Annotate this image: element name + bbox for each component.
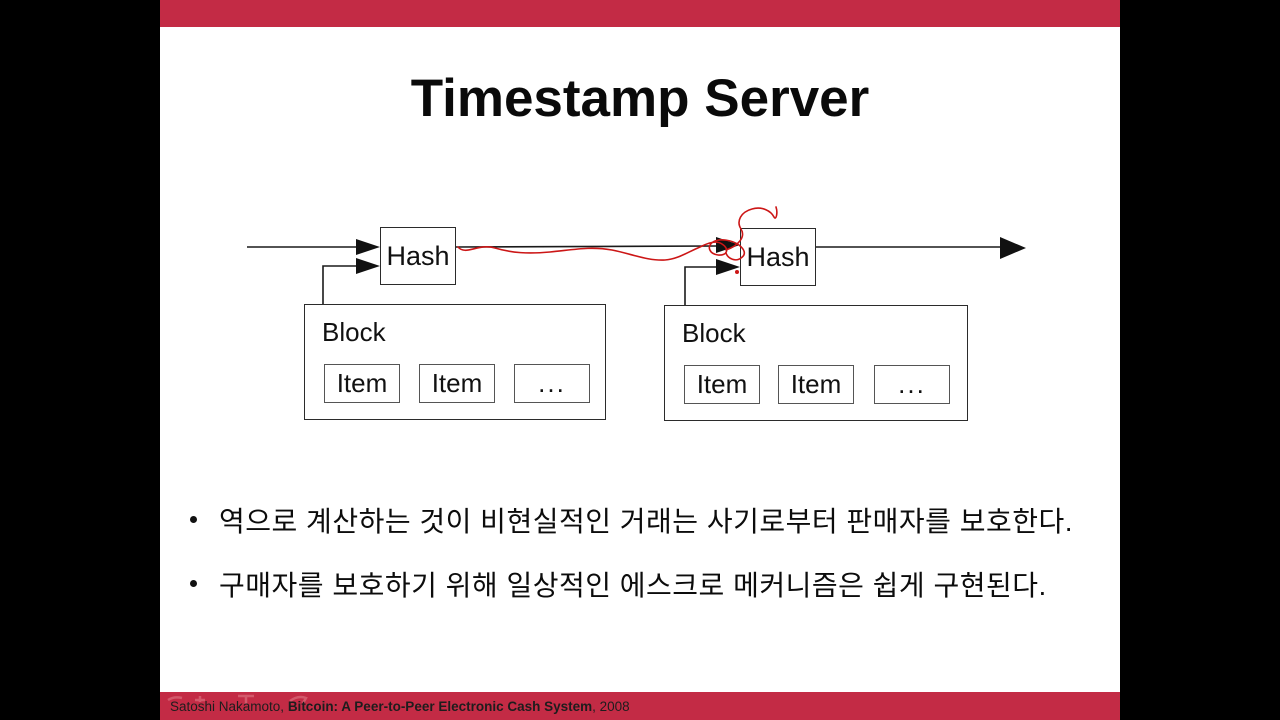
item-box: Item [324, 364, 400, 403]
block-box-left: Block Item Item ... [304, 304, 606, 420]
arrowhead-icon [356, 239, 380, 255]
item-box: Item [419, 364, 495, 403]
citation-author: Satoshi Nakamoto, [170, 698, 288, 714]
top-accent-bar [160, 0, 1120, 27]
citation-year: , 2008 [592, 698, 630, 714]
item-box: Item [684, 365, 760, 404]
bullet-text: 역으로 계산하는 것이 비현실적인 거래는 사기로부터 판매자를 보호한다. [219, 506, 1074, 537]
hash-label: Hash [386, 240, 450, 271]
citation: Satoshi Nakamoto, Bitcoin: A Peer-to-Pee… [170, 699, 630, 714]
block-label: Block [682, 318, 746, 348]
bullet-text: 구매자를 보호하기 위해 일상적인 에스크로 메커니즘은 쉽게 구현된다. [219, 570, 1047, 601]
hash-box-left: Hash [380, 227, 456, 285]
arrowhead-icon [1000, 237, 1026, 259]
block-label: Block [322, 317, 386, 347]
item-box: Item [778, 365, 854, 404]
ellipsis-label: ... [898, 369, 926, 399]
hash-box-right: Hash [740, 228, 816, 286]
bullet-item: 구매자를 보호하기 위해 일상적인 에스크로 메커니즘은 쉽게 구현된다. [190, 564, 1047, 604]
block-box-right: Block Item Item ... [664, 305, 968, 421]
citation-work: Bitcoin: A Peer-to-Peer Electronic Cash … [287, 698, 593, 714]
ghost-marks [167, 694, 308, 704]
ellipsis-box: ... [514, 364, 590, 403]
bullet-dot-icon [190, 580, 197, 587]
item-label: Item [431, 368, 483, 398]
item-label: Item [790, 369, 842, 399]
footer-bar: Satoshi Nakamoto, Bitcoin: A Peer-to-Pee… [160, 692, 1120, 720]
diagram: Hash Hash Block Item Item ... Block [160, 0, 1120, 720]
letterbox-left [0, 0, 160, 720]
page-title: Timestamp Server [410, 69, 870, 128]
arrowhead-icon [716, 259, 740, 275]
item-label: Item [696, 369, 748, 399]
arrowhead-icon [356, 258, 380, 274]
bullet-dot-icon [190, 516, 197, 523]
ellipsis-label: ... [538, 368, 566, 398]
slide-canvas: Timestamp Server Hash [160, 0, 1120, 720]
item-label: Item [336, 368, 388, 398]
bullet-item: 역으로 계산하는 것이 비현실적인 거래는 사기로부터 판매자를 보호한다. [190, 500, 1073, 540]
hash-label: Hash [746, 241, 810, 272]
letterbox-right [1120, 0, 1280, 720]
ellipsis-box: ... [874, 365, 950, 404]
